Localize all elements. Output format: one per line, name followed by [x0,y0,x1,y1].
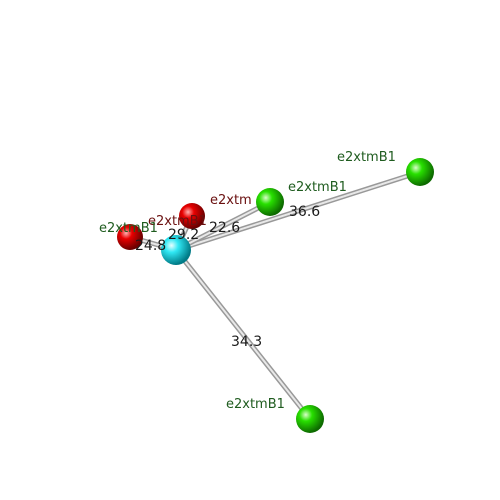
distance-label-green-bottom: 34.3 [231,334,262,350]
atom-labels: e2xtmB1 e2xtmB1 e2xtm e2xtmB1 e2xtmB1 e2… [99,150,396,412]
atom-label-green-near: e2xtmB1 [288,180,347,195]
bond-to-green-near [173,199,273,253]
atom-label-partial: e2xtm [210,193,252,208]
atom-label-green-bottom: e2xtmB1 [226,397,285,412]
atom-center-cyan[interactable] [161,235,191,265]
atom-green-far-right[interactable] [406,158,434,186]
atom-label-green-far-right: e2xtmB1 [337,150,396,165]
atom-green-near[interactable] [256,188,284,216]
distance-label-red-upper: 29.2 [168,227,199,243]
atom-label-red-upper: e2xtmB1 [148,214,207,229]
atom-red-left[interactable] [117,224,143,250]
distance-label-green-near: 22.6 [209,220,240,236]
atom-label-red-left: e2xtmB1 [99,221,158,236]
distance-labels: 36.6 22.6 29.2 24.8 34.3 [135,204,320,350]
distance-label-green-far-right: 36.6 [289,204,320,220]
bond-to-green-far-right [173,169,423,253]
atoms [117,158,434,433]
atom-red-upper[interactable] [179,203,205,229]
atom-green-bottom[interactable] [296,405,324,433]
distance-label-red-left: 24.8 [135,238,166,254]
bond-to-green-bottom [173,247,313,422]
